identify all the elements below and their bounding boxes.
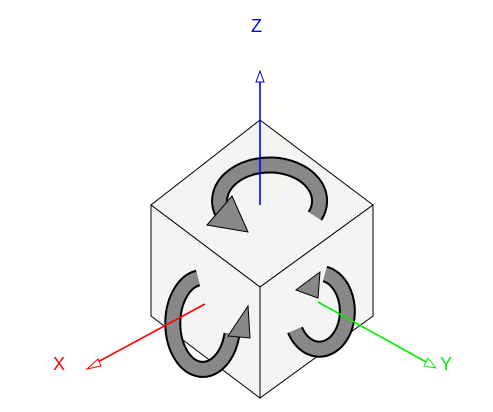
y-axis [317,301,438,369]
y-axis-label: Y [440,354,452,374]
z-axis [255,69,265,205]
x-axis-arrowhead [85,358,102,370]
z-axis-arrowhead [255,69,265,83]
rotation-arrow-x [164,269,251,378]
cube-right-face [259,204,374,399]
y-axis-arrowhead [423,357,438,369]
x-axis-label: X [53,354,65,374]
z-axis-label: Z [251,16,262,36]
rotation-arrow-z [206,156,329,233]
x-axis [85,303,206,370]
rotation-arrow-y [287,265,356,358]
